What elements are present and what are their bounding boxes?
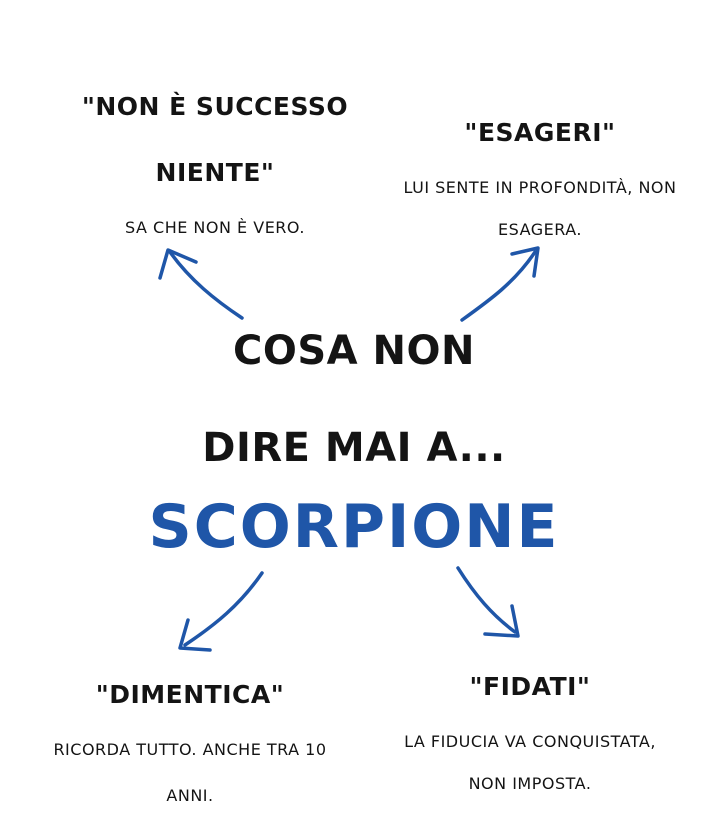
arrowhead-bottom-left (178, 618, 212, 652)
arrow-bottom-left (183, 571, 264, 647)
quote-top-right-title: "ESAGERI" (464, 118, 616, 147)
quote-bottom-right-body-line2: NON IMPOSTA. (468, 774, 592, 793)
quote-top-right-body-line2: ESAGERA. (498, 220, 582, 239)
quote-top-right-body-line1: LUI SENTE IN PROFONDITÀ, NON (403, 178, 677, 197)
quote-bottom-right-title: "FIDATI" (469, 672, 591, 701)
quote-bottom-left-title: "DIMENTICA" (95, 680, 285, 709)
arrowhead-top-right (510, 246, 540, 278)
quote-top-left-body: SA CHE NON È VERO. (125, 218, 305, 237)
quote-bottom-right-body-line1: LA FIDUCIA VA CONQUISTATA, (404, 732, 656, 751)
arrowhead-top-left (158, 248, 198, 280)
arrow-top-left (168, 250, 244, 320)
quote-bottom-left-body-line2: ANNI. (166, 786, 214, 805)
arrow-bottom-right (456, 566, 517, 634)
arrowhead-bottom-right (483, 604, 520, 638)
zodiac-sign-name: SCORPIONE (148, 492, 560, 562)
quote-top-left-title-line1: "NON È SUCCESSO (81, 92, 349, 121)
center-title-line2: DIRE MAI A... (202, 425, 506, 471)
quote-top-left-title-line2: NIENTE" (155, 158, 275, 187)
arrow-top-right (460, 250, 537, 322)
center-title-line1: COSA NON (232, 328, 475, 374)
quote-bottom-left-body-line1: RICORDA TUTTO. ANCHE TRA 10 (53, 740, 327, 759)
